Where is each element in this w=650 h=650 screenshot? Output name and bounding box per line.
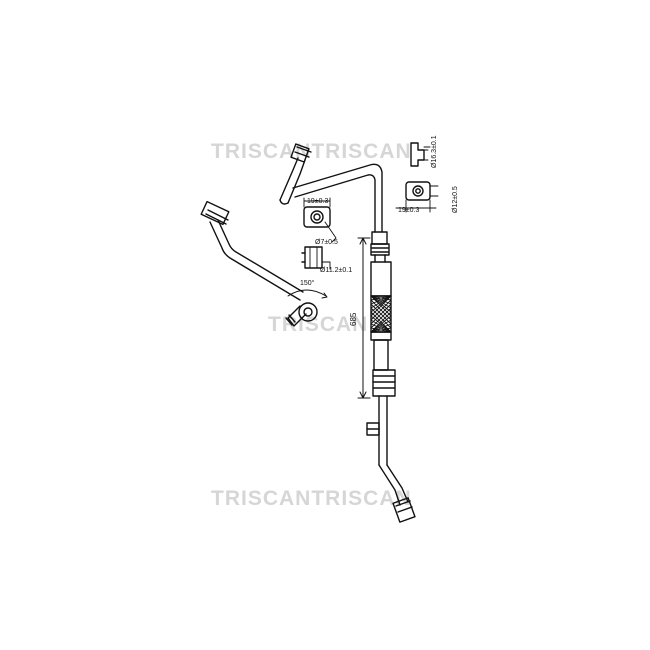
bend-fitting [285,289,328,327]
hatch-line [370,319,392,333]
dim-right-fitting-dia-side: Ø12±0.5 [452,186,459,213]
hatch-line [370,295,392,313]
hose-hatch [370,295,392,333]
right-fitting-detail-face [395,181,439,213]
hatch-line [370,323,392,333]
crimped-hose [370,261,392,371]
right-fitting-detail-top [410,142,431,167]
small-plug [366,422,380,436]
hatch-line [370,315,392,333]
length-dimension-line [357,237,371,399]
hatch-line [370,295,392,305]
upper-fitting-detail-top [303,197,337,243]
pipe-top-section [279,143,383,233]
dim-right-fitting-dia-top: Ø16.3±0.1 [431,135,438,168]
hatch-line [370,327,392,333]
left-branch-pipe [200,200,304,301]
dim-upper-fitting-flat: 19±0.3 [307,198,328,205]
lower-connector [372,369,409,506]
dim-upper-fitting-dia-outer: Ø11.2±0.1 [320,267,352,274]
hatch-line [370,295,392,309]
upper-connector [370,231,390,263]
hatch-line [370,303,392,325]
bottom-end-fitting [392,497,416,523]
hatch-line [370,311,392,333]
dim-right-fitting-flat: 19±0.3 [398,207,419,214]
dim-upper-fitting-dia-inner: Ø7±0.5 [315,239,338,246]
upper-fitting-detail-side [301,246,331,270]
hatch-line [370,307,392,329]
watermark-bottom: TRISCANTRISCAN [211,487,412,510]
hatch-line [370,299,392,321]
dim-length: 685 [349,312,358,326]
hatch-line [370,295,392,317]
dim-bend-angle: 150° [300,279,315,287]
hatch-line [370,295,392,301]
